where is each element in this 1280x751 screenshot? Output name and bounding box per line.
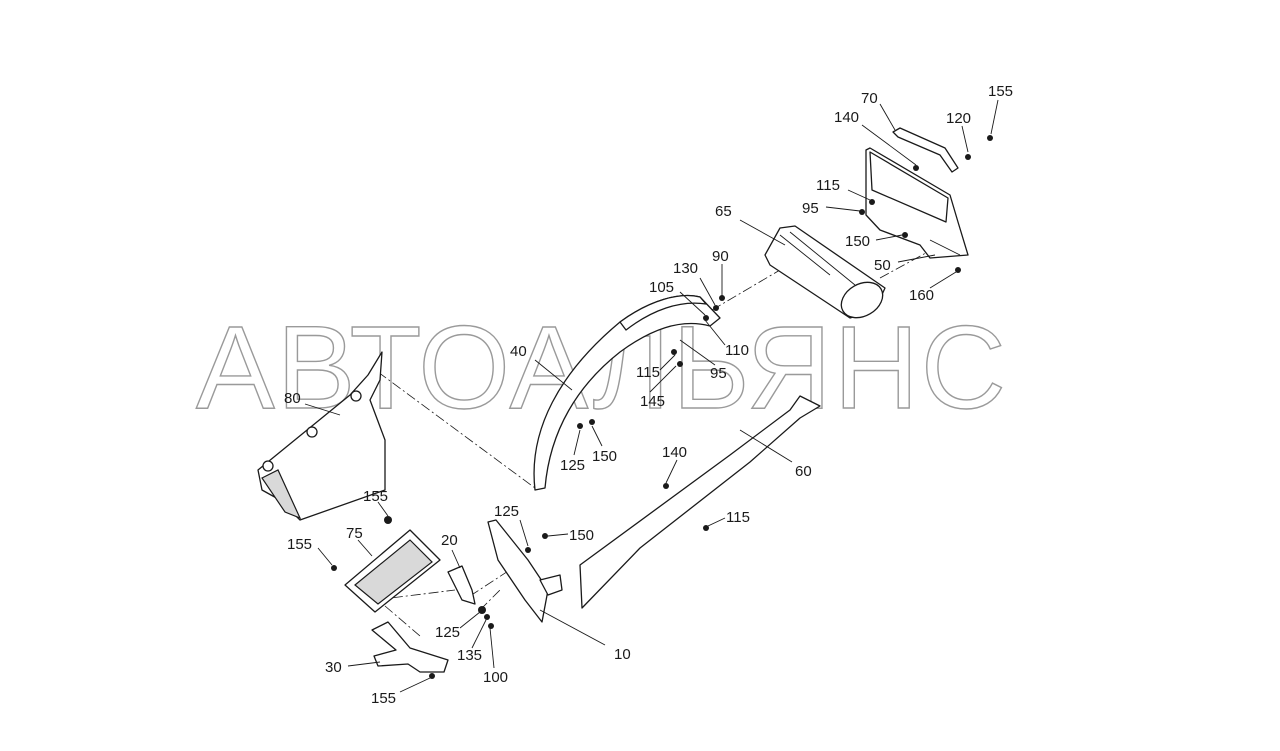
leader-lines xyxy=(304,99,999,693)
callout-110: 110 xyxy=(725,342,749,359)
callout-75: 75 xyxy=(346,525,363,542)
callout-140: 140 xyxy=(834,109,859,126)
callout-60: 60 xyxy=(795,463,812,480)
callout-155: 155 xyxy=(363,488,388,505)
callout-90: 90 xyxy=(712,248,729,265)
part-75-step xyxy=(344,529,441,613)
callout-140: 140 xyxy=(662,444,687,461)
part-50-bracket xyxy=(865,147,969,259)
callout-145: 145 xyxy=(640,393,665,410)
part-60-panel xyxy=(579,395,821,609)
callout-150: 150 xyxy=(592,448,617,465)
callout-155: 155 xyxy=(287,536,312,553)
callout-20: 20 xyxy=(441,532,458,549)
callout-125: 125 xyxy=(560,457,585,474)
callout-70: 70 xyxy=(861,90,878,107)
callout-10: 10 xyxy=(614,646,631,663)
callout-115: 115 xyxy=(816,177,840,194)
callout-160: 160 xyxy=(909,287,934,304)
callout-95: 95 xyxy=(802,200,819,217)
part-30-bracket xyxy=(371,621,449,673)
callout-125: 125 xyxy=(435,624,460,641)
callout-115: 115 xyxy=(636,364,660,381)
callout-125: 125 xyxy=(494,503,519,520)
part-80-shield xyxy=(257,351,386,521)
callout-135: 135 xyxy=(457,647,482,664)
callout-labels: 70 155 140 120 115 95 65 150 50 160 90 1… xyxy=(284,83,1013,707)
part-40-fender xyxy=(533,294,721,491)
callout-50: 50 xyxy=(874,257,891,274)
callout-40: 40 xyxy=(510,343,527,360)
callout-95: 95 xyxy=(710,365,727,382)
callout-150: 150 xyxy=(845,233,870,250)
callout-130: 130 xyxy=(673,260,698,277)
callout-105: 105 xyxy=(649,279,674,296)
part-65-duct xyxy=(764,225,886,319)
callout-115: 115 xyxy=(726,509,750,526)
callout-150: 150 xyxy=(569,527,594,544)
callout-155: 155 xyxy=(988,83,1013,100)
fasteners xyxy=(331,135,993,679)
callout-80: 80 xyxy=(284,390,301,407)
part-10-plate xyxy=(487,519,563,623)
callout-65: 65 xyxy=(715,203,732,220)
callout-100: 100 xyxy=(483,669,508,686)
callout-120: 120 xyxy=(946,110,971,127)
callout-155: 155 xyxy=(371,690,396,707)
callout-30: 30 xyxy=(325,659,342,676)
part-70-handle xyxy=(892,127,959,173)
part-20-bracket xyxy=(447,565,476,605)
